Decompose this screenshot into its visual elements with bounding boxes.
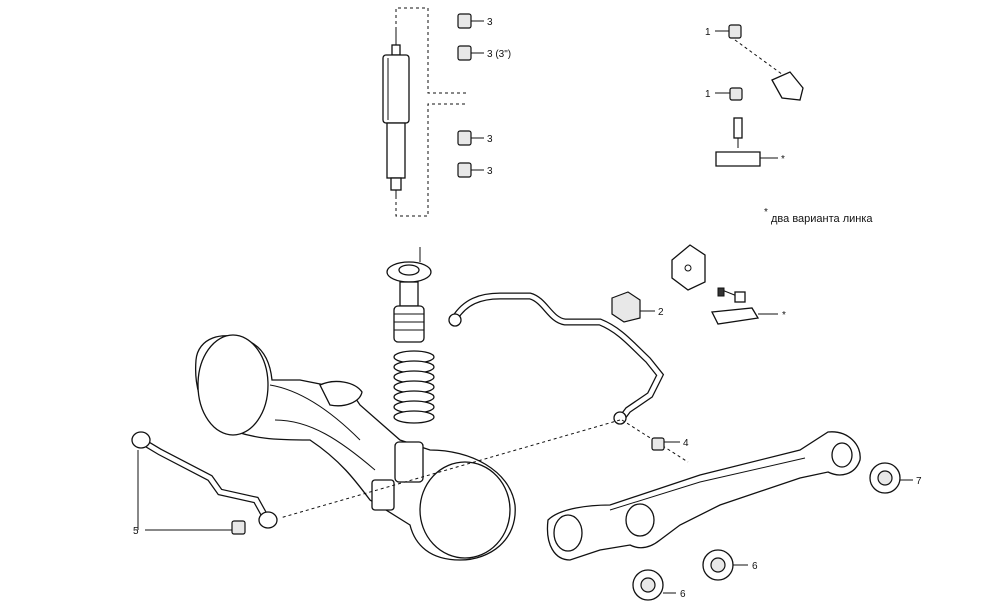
callout-6a: 6 [752, 561, 758, 572]
callout-1b: 1 [705, 89, 711, 100]
note-asterisk: * [764, 207, 768, 218]
callout-2: 2 [658, 307, 664, 318]
shock-bushing-guide-lines [395, 7, 466, 217]
axle-housing [194, 334, 516, 561]
stabilizer-bushing-2 [611, 291, 655, 323]
lateral-rod [131, 431, 278, 535]
callout-1a: 1 [705, 27, 711, 38]
callout-3b: 3 (3") [487, 49, 511, 60]
shock-absorber [382, 30, 410, 196]
variant-note: два варианта линка [771, 213, 873, 225]
stabilizer-end-guides [279, 419, 689, 519]
callout-7: 7 [916, 476, 922, 487]
callout-star-bottom: * [782, 310, 786, 321]
callout-4: 4 [683, 438, 689, 449]
callout-3a: 3 [487, 17, 493, 28]
spring-seat-and-bumper [386, 247, 432, 343]
callout-5: 5 [133, 526, 139, 537]
callout-3d: 3 [487, 166, 493, 177]
callout-6b: 6 [680, 589, 686, 600]
bushing-3-group [457, 13, 484, 178]
callout-3c: 3 [487, 134, 493, 145]
arm-bushings [632, 462, 913, 601]
link-variant-bottom [671, 244, 778, 325]
coil-spring [393, 350, 435, 424]
trailing-arm [546, 431, 861, 561]
stabilizer-bar [448, 292, 665, 425]
callout-star-top: * [781, 154, 785, 165]
link-variant-top [715, 24, 804, 167]
